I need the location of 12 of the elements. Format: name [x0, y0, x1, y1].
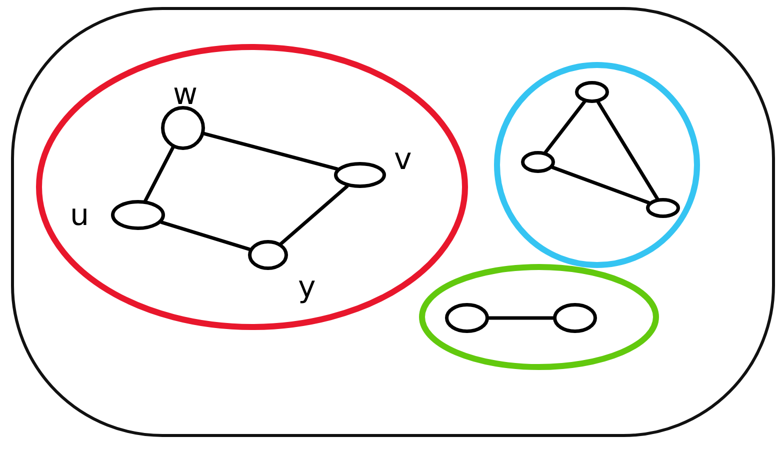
edge-line [144, 146, 175, 202]
edge-line [487, 316, 555, 320]
vertex-label: w [173, 80, 198, 110]
edge-line [551, 166, 650, 204]
edge-line [544, 100, 586, 154]
vertex-label: y [298, 273, 316, 303]
edge-line [596, 100, 659, 200]
edge-line [202, 132, 339, 171]
vertex-label: v [394, 145, 412, 175]
vertex-label: u [70, 201, 90, 231]
edge-line [160, 220, 252, 252]
edge-line [279, 184, 349, 246]
